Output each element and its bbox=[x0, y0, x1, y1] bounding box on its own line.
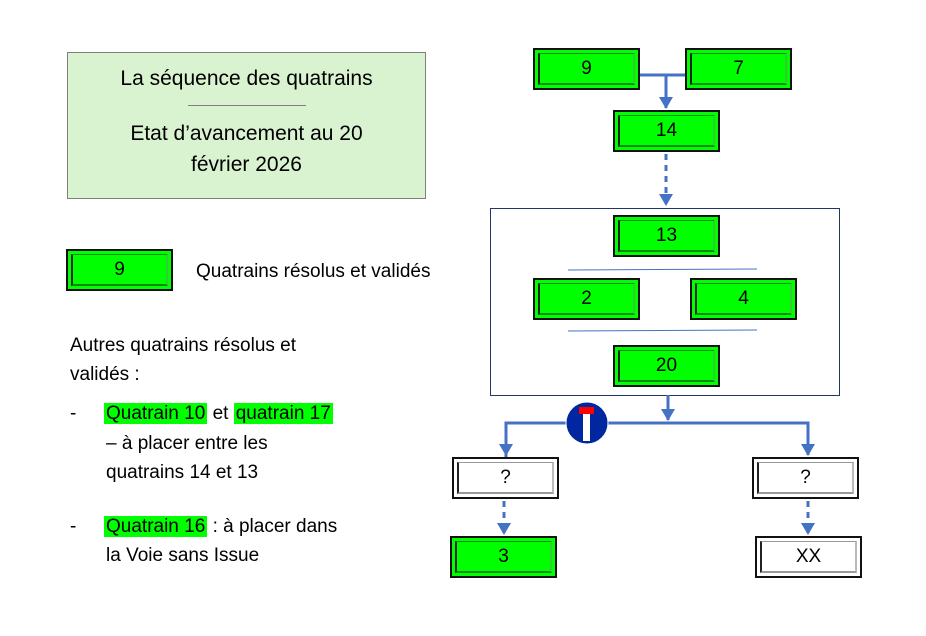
node-unknown-right: ? bbox=[752, 457, 859, 499]
bullet-dash: - bbox=[70, 516, 77, 537]
group-container bbox=[490, 208, 840, 396]
highlight-quatrain-10: Quatrain 10 bbox=[104, 403, 208, 424]
note-and: et bbox=[212, 403, 229, 424]
node-4: 4 bbox=[690, 278, 797, 320]
highlight-quatrain-17: quatrain 17 bbox=[233, 403, 333, 424]
node-20: 20 bbox=[613, 345, 720, 387]
node-unknown-left: ? bbox=[452, 457, 559, 499]
note-item-1: Quatrain 10 et quatrain 17 bbox=[104, 403, 333, 425]
separator-line bbox=[567, 329, 758, 332]
notes-heading-2: validés : bbox=[70, 364, 140, 385]
title-divider bbox=[187, 105, 306, 106]
node-14: 14 bbox=[613, 110, 720, 152]
dead-end-sign-icon bbox=[565, 401, 609, 445]
node-9: 9 bbox=[533, 48, 640, 90]
separator-line bbox=[567, 268, 758, 271]
legend-label: Quatrains résolus et validés bbox=[196, 261, 431, 282]
node-7: 7 bbox=[685, 48, 792, 90]
node-13: 13 bbox=[613, 215, 720, 257]
legend-box: 9 bbox=[66, 249, 173, 291]
node-2: 2 bbox=[533, 278, 640, 320]
note-item-2: Quatrain 16 : à placer dans bbox=[104, 516, 337, 538]
subtitle-line1: Etat d’avancement au 20 bbox=[130, 122, 363, 145]
subtitle-line2: février 2026 bbox=[191, 153, 302, 176]
node-xx: XX bbox=[755, 536, 862, 578]
title-box: La séquence des quatrains Etat d’avancem… bbox=[67, 52, 426, 199]
node-3: 3 bbox=[450, 536, 557, 578]
split-line bbox=[504, 421, 810, 458]
highlight-quatrain-16: Quatrain 16 bbox=[104, 516, 208, 537]
title: La séquence des quatrains bbox=[120, 67, 373, 90]
note-rest: : à placer dans bbox=[212, 516, 338, 537]
note-item-1-line3: quatrains 14 et 13 bbox=[106, 462, 259, 483]
bullet-dash: - bbox=[70, 403, 77, 424]
note-item-2-line2: la Voie sans Issue bbox=[106, 545, 260, 566]
notes-heading-1: Autres quatrains résolus et bbox=[70, 335, 297, 356]
note-item-1-line2: – à placer entre les bbox=[106, 433, 268, 454]
